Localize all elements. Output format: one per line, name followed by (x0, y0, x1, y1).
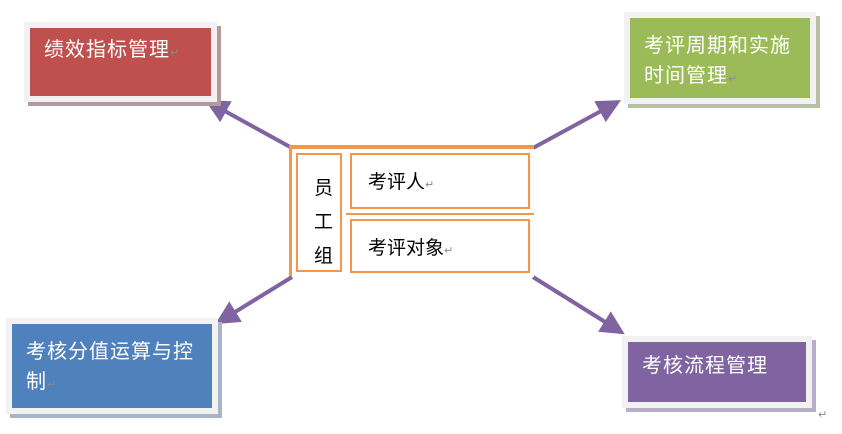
employee-group-box: 员工组 考评人↵ 考评对象↵ (289, 145, 534, 277)
node-performance-indicator: 绩效指标管理↵ (24, 22, 217, 102)
cell-employee-group: 员工组 (292, 149, 346, 276)
paragraph-mark: ↵ (425, 178, 435, 191)
evaluatee-label: 考评对象 (368, 237, 445, 259)
arrow-top-right (532, 100, 622, 150)
arrow-bottom-right (531, 275, 625, 335)
node-process-management: 考核流程管理 (622, 336, 812, 408)
node-score-calculation: 考核分值运算与控制↵ (6, 318, 218, 414)
paragraph-mark: ↵ (728, 72, 739, 85)
cell-evaluator: 考评人↵ (346, 149, 534, 213)
paragraph-mark: ↵ (818, 408, 828, 421)
node-label: 绩效指标管理 (44, 37, 170, 61)
paragraph-mark: ↵ (444, 244, 454, 257)
paragraph-mark: ↵ (47, 378, 58, 391)
node-cycle-schedule: 考评周期和实施时间管理↵ (624, 12, 816, 104)
arrow-top-left (204, 100, 293, 150)
node-label: 考评周期和实施时间管理 (644, 33, 791, 87)
employee-group-label: 员工组 (314, 177, 334, 267)
paragraph-mark: ↵ (170, 46, 181, 59)
node-label: 考核分值运算与控制 (26, 339, 194, 393)
cell-evaluatee: 考评对象↵ (346, 215, 534, 277)
evaluator-label: 考评人 (368, 171, 426, 193)
node-label: 考核流程管理 (642, 353, 768, 377)
arrow-bottom-left (215, 275, 294, 325)
